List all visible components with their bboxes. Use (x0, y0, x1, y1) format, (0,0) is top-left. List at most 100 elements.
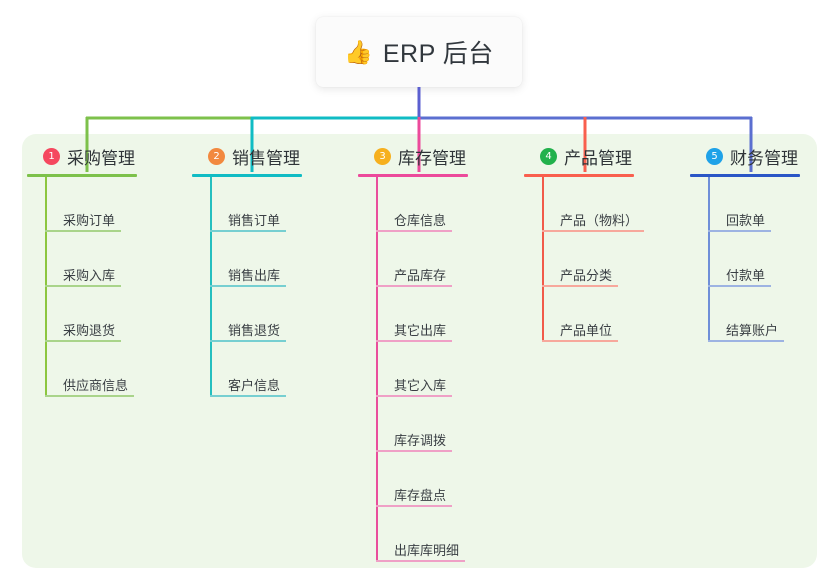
list-item-rule (210, 340, 286, 342)
column-badge-2: 2 (208, 147, 225, 165)
list-item-label: 库存调拨 (394, 433, 447, 448)
column-badge-5: 5 (706, 147, 723, 165)
list-item-label: 出库库明细 (394, 543, 460, 558)
thumbs-up-icon: 👍 (344, 38, 373, 65)
list-item-rule (376, 505, 452, 507)
column-header-5[interactable]: 5 财务管理 (690, 144, 839, 168)
list-item[interactable]: 库存盘点 (376, 452, 518, 507)
column-spine-1 (45, 177, 47, 397)
column-spine-3 (376, 177, 378, 562)
list-item[interactable]: 结算账户 (708, 287, 839, 342)
list-item-rule (45, 285, 121, 287)
list-item-label: 产品库存 (394, 268, 447, 283)
column-header-2[interactable]: 2 销售管理 (192, 144, 352, 168)
column-title-3: 库存管理 (398, 148, 466, 168)
list-item-label: 其它入库 (394, 378, 447, 393)
list-item-label: 付款单 (726, 268, 766, 283)
list-item[interactable]: 采购退货 (45, 287, 187, 342)
column-inventory: 3 库存管理 仓库信息 产品库存 其它出库 其它入库 库存调拨 库存盘点 (358, 144, 518, 562)
list-item[interactable]: 库存调拨 (376, 397, 518, 452)
list-item[interactable]: 产品（物料） (542, 177, 694, 232)
list-item[interactable]: 其它出库 (376, 287, 518, 342)
list-item-label: 回款单 (726, 213, 766, 228)
column-header-4[interactable]: 4 产品管理 (524, 144, 694, 168)
column-title-4: 产品管理 (564, 148, 632, 168)
column-rule-1 (27, 174, 137, 177)
list-item[interactable]: 销售退货 (210, 287, 352, 342)
list-item-rule (376, 285, 452, 287)
list-item-rule (210, 285, 286, 287)
list-item-label: 销售出库 (228, 268, 281, 283)
list-item-label: 采购订单 (63, 213, 116, 228)
root-title: ERP 后台 (382, 40, 494, 68)
column-badge-4: 4 (540, 147, 557, 165)
list-item-rule (45, 340, 121, 342)
list-item-label: 其它出库 (394, 323, 447, 338)
column-title-5: 财务管理 (730, 148, 798, 168)
list-item-label: 供应商信息 (63, 378, 129, 393)
column-items-5: 回款单 付款单 结算账户 (690, 177, 839, 342)
list-item-rule (376, 230, 452, 232)
column-badge-3: 3 (374, 147, 391, 165)
list-item-rule (45, 230, 121, 232)
list-item[interactable]: 供应商信息 (45, 342, 187, 397)
list-item-rule (542, 340, 618, 342)
column-badge-1: 1 (43, 147, 60, 165)
list-item[interactable]: 客户信息 (210, 342, 352, 397)
list-item[interactable]: 回款单 (708, 177, 839, 232)
list-item-rule (542, 285, 618, 287)
list-item-rule (210, 395, 286, 397)
column-rule-2 (192, 174, 302, 177)
list-item-rule (376, 450, 452, 452)
list-item[interactable]: 付款单 (708, 232, 839, 287)
list-item-label: 结算账户 (726, 323, 779, 338)
list-item-label: 产品单位 (560, 323, 613, 338)
list-item[interactable]: 销售出库 (210, 232, 352, 287)
list-item[interactable]: 出库库明细 (376, 507, 518, 562)
list-item-rule (708, 230, 771, 232)
list-item-rule (45, 395, 134, 397)
list-item-label: 采购入库 (63, 268, 116, 283)
diagram-panel (22, 134, 817, 568)
list-item-rule (210, 230, 286, 232)
column-spine-2 (210, 177, 212, 397)
column-rule-4 (524, 174, 634, 177)
list-item[interactable]: 仓库信息 (376, 177, 518, 232)
list-item[interactable]: 采购入库 (45, 232, 187, 287)
column-spine-5 (708, 177, 710, 342)
column-title-1: 采购管理 (67, 148, 135, 168)
list-item[interactable]: 产品单位 (542, 287, 694, 342)
column-title-2: 销售管理 (232, 148, 300, 168)
column-product: 4 产品管理 产品（物料） 产品分类 产品单位 (524, 144, 694, 342)
list-item-rule (376, 395, 452, 397)
column-items-2: 销售订单 销售出库 销售退货 客户信息 (192, 177, 352, 397)
column-purchasing: 1 采购管理 采购订单 采购入库 采购退货 供应商信息 (27, 144, 187, 397)
list-item-label: 产品（物料） (560, 213, 639, 228)
column-items-3: 仓库信息 产品库存 其它出库 其它入库 库存调拨 库存盘点 出库库明细 (358, 177, 518, 562)
column-finance: 5 财务管理 回款单 付款单 结算账户 (690, 144, 839, 342)
list-item[interactable]: 产品分类 (542, 232, 694, 287)
column-header-3[interactable]: 3 库存管理 (358, 144, 518, 168)
list-item[interactable]: 其它入库 (376, 342, 518, 397)
column-rule-3 (358, 174, 468, 177)
list-item-rule (376, 340, 452, 342)
column-header-1[interactable]: 1 采购管理 (27, 144, 187, 168)
list-item-label: 产品分类 (560, 268, 613, 283)
list-item-label: 销售退货 (228, 323, 281, 338)
list-item-rule (708, 285, 771, 287)
column-spine-4 (542, 177, 544, 342)
list-item[interactable]: 销售订单 (210, 177, 352, 232)
list-item[interactable]: 产品库存 (376, 232, 518, 287)
column-items-1: 采购订单 采购入库 采购退货 供应商信息 (27, 177, 187, 397)
column-rule-5 (690, 174, 800, 177)
root-node-card[interactable]: 👍 ERP 后台 (316, 17, 522, 87)
list-item-label: 客户信息 (228, 378, 281, 393)
list-item-rule (542, 230, 644, 232)
list-item-label: 仓库信息 (394, 213, 447, 228)
column-items-4: 产品（物料） 产品分类 产品单位 (524, 177, 694, 342)
list-item-label: 采购退货 (63, 323, 116, 338)
list-item-rule (708, 340, 784, 342)
list-item[interactable]: 采购订单 (45, 177, 187, 232)
column-sales: 2 销售管理 销售订单 销售出库 销售退货 客户信息 (192, 144, 352, 397)
list-item-rule (376, 560, 465, 562)
